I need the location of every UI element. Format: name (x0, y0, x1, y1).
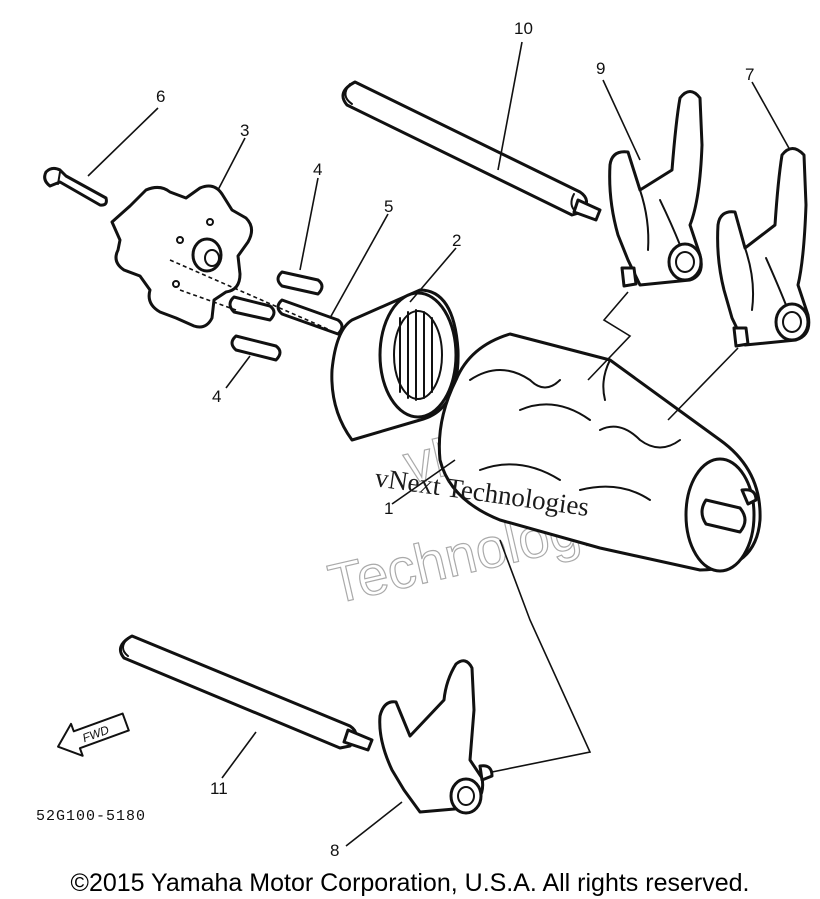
callout-4-upper: 4 (313, 160, 322, 179)
shift-rod-lower (118, 634, 374, 752)
callout-11: 11 (210, 779, 228, 798)
callout-labels: 10 9 7 6 3 4 5 2 4 1 11 8 (156, 19, 754, 860)
bolt (43, 166, 108, 207)
callout-6: 6 (156, 87, 165, 106)
shift-cam-segment (110, 184, 253, 329)
shift-rod-upper (341, 80, 602, 222)
callout-5: 5 (384, 197, 393, 216)
long-pin (276, 298, 344, 336)
callout-4-lower: 4 (212, 387, 221, 406)
needle-bearing (330, 288, 460, 442)
callout-3: 3 (240, 121, 249, 140)
dowel-pin-lower (230, 334, 282, 362)
callout-10: 10 (514, 19, 533, 38)
exploded-parts-diagram: vNext Technologies (36, 19, 811, 860)
shift-drum (437, 332, 762, 573)
forward-direction-arrow: FWD (57, 712, 130, 757)
drawing-code: 52G100-5180 (36, 808, 146, 825)
shift-fork-upper (608, 90, 704, 288)
callout-1: 1 (384, 499, 393, 518)
shift-fork-bottom (378, 659, 494, 815)
shift-fork-right (716, 147, 811, 348)
callout-7: 7 (745, 65, 754, 84)
callout-2: 2 (452, 231, 461, 250)
callout-8: 8 (330, 841, 339, 860)
leader-lines (87, 41, 791, 847)
callout-9: 9 (596, 59, 605, 78)
dowel-pin-upper (228, 270, 324, 322)
copyright-notice: ©2015 Yamaha Motor Corporation, U.S.A. A… (70, 869, 750, 897)
